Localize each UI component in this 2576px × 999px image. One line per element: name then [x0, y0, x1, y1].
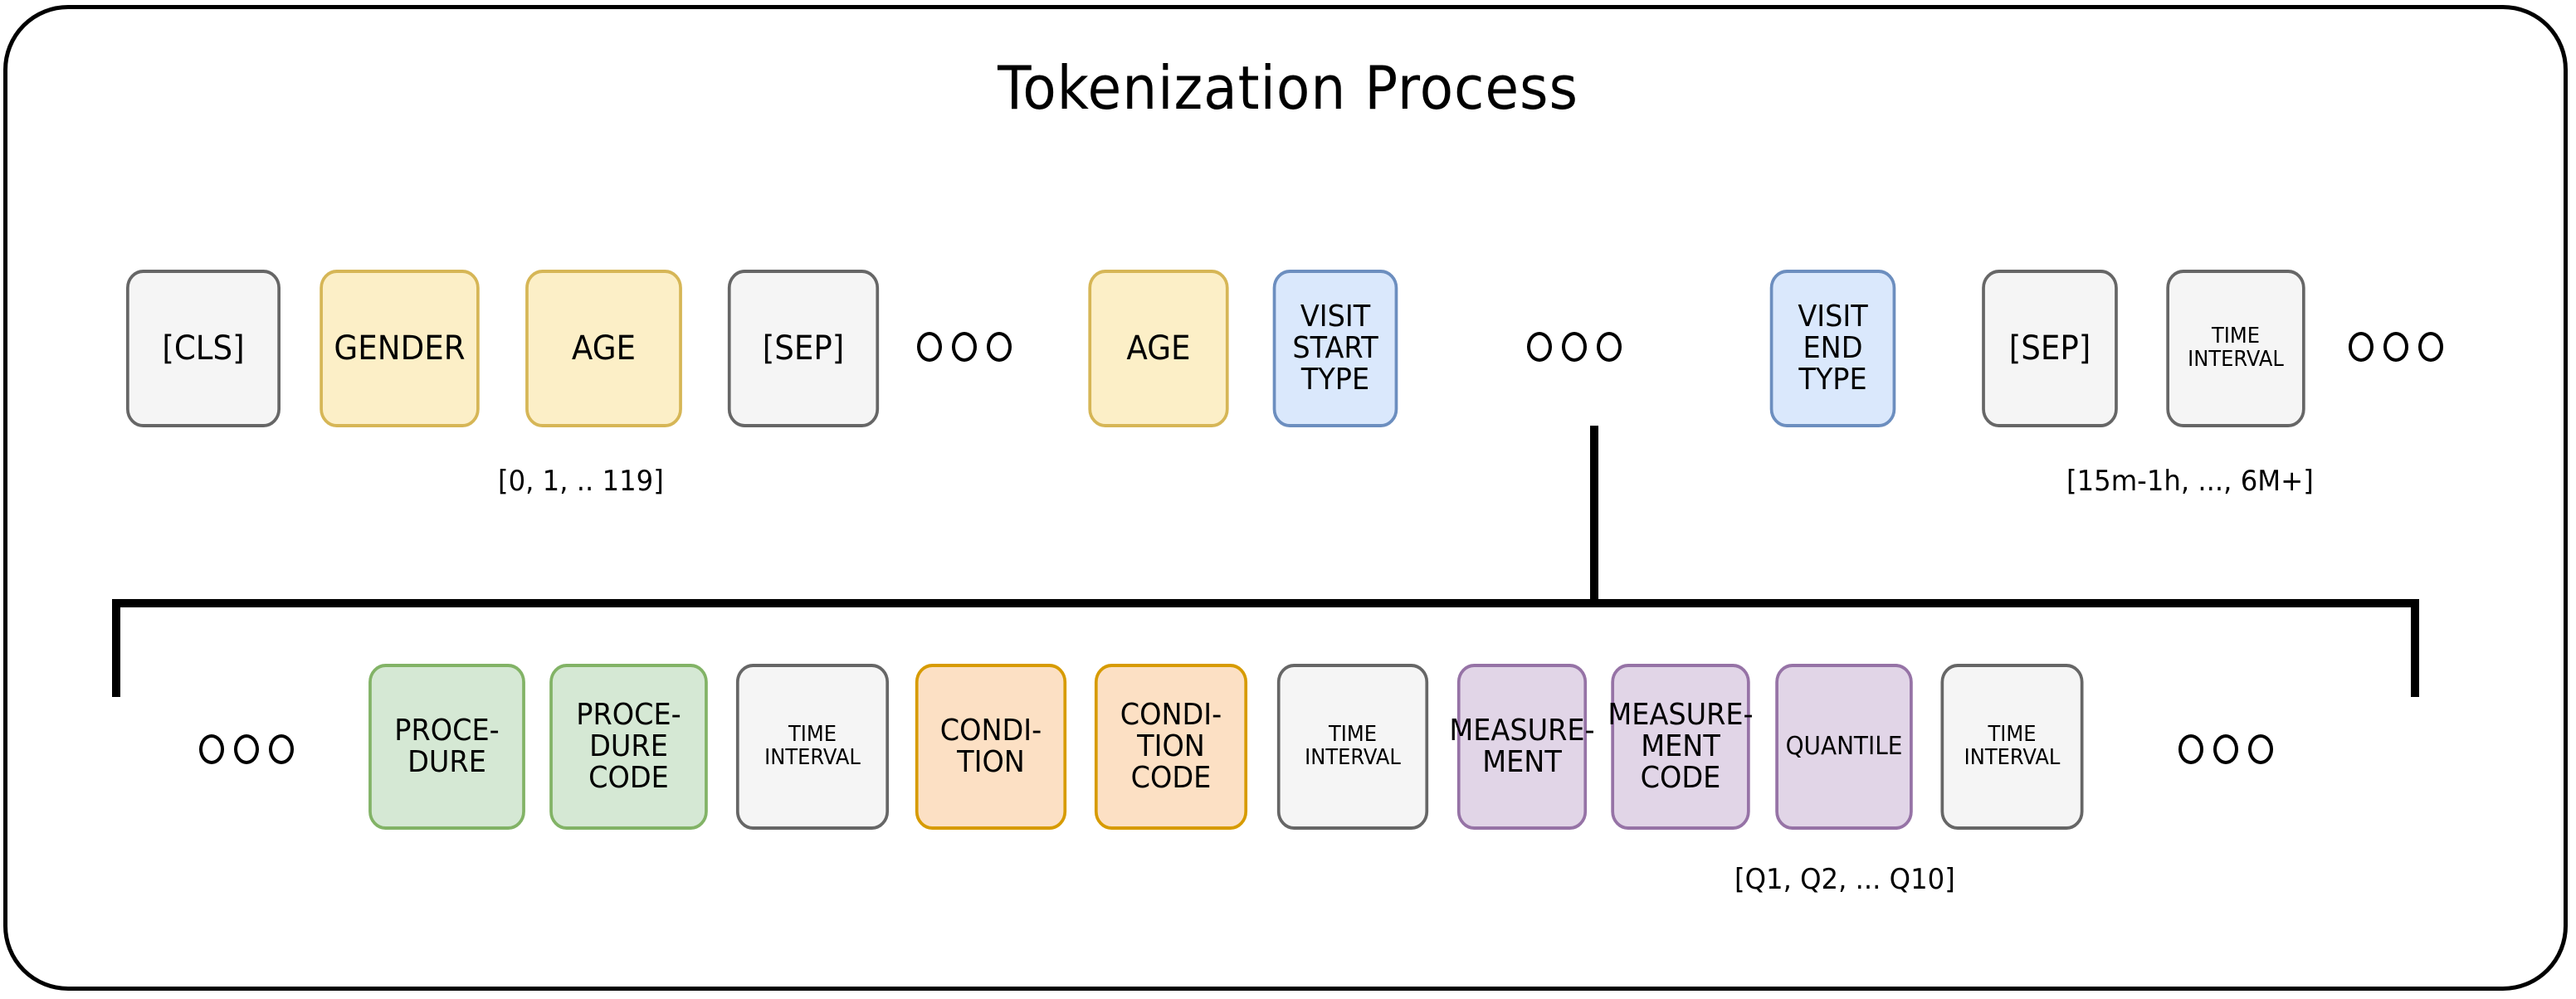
token-visit-start-type[interactable]: VISIT START TYPE	[1272, 270, 1398, 427]
ellipsis-bottom-1	[199, 734, 294, 764]
token-measurement[interactable]: MEASURE- MENT	[1449, 664, 1595, 830]
ellipsis-dot	[269, 734, 294, 764]
token-procedure-code[interactable]: PROCE- DURE CODE	[549, 664, 708, 830]
token-age-1[interactable]: AGE	[525, 270, 682, 427]
bracket-right-arm	[2411, 599, 2419, 697]
caption-age-range: [0, 1, .. 119]	[498, 465, 664, 498]
ellipsis-dot	[2213, 734, 2238, 764]
token-time-interval-b2[interactable]: TIME INTERVAL	[1276, 664, 1429, 830]
token-visit-end-type[interactable]: VISIT END TYPE	[1769, 270, 1896, 427]
token-sep-2[interactable]: [SEP]	[1982, 270, 2118, 427]
ellipsis-dot	[987, 332, 1012, 362]
token-age-2[interactable]: AGE	[1088, 270, 1229, 427]
ellipsis-top-2	[1527, 332, 1622, 362]
token-condition[interactable]: CONDI- TION	[915, 664, 1067, 830]
ellipsis-top-1	[917, 332, 1012, 362]
ellipsis-dot	[952, 332, 977, 362]
page-title: Tokenization Process	[998, 53, 1578, 123]
ellipsis-dot	[234, 734, 259, 764]
caption-quantile-range: [Q1, Q2, ... Q10]	[1734, 863, 1955, 896]
token-time-interval-top[interactable]: TIME INTERVAL	[2166, 270, 2305, 427]
ellipsis-dot	[1527, 332, 1552, 362]
ellipsis-bottom-2	[2178, 734, 2273, 764]
caption-time-interval-range: [15m-1h, ..., 6M+]	[2066, 465, 2314, 498]
token-sep-1[interactable]: [SEP]	[727, 270, 880, 427]
ellipsis-dot	[2349, 332, 2374, 362]
ellipsis-dot	[1597, 332, 1622, 362]
token-cls[interactable]: [CLS]	[126, 270, 281, 427]
ellipsis-dot	[2248, 734, 2273, 764]
token-condition-code[interactable]: CONDI- TION CODE	[1094, 664, 1248, 830]
token-time-interval-b3[interactable]: TIME INTERVAL	[1940, 664, 2084, 830]
bracket-left-arm	[112, 599, 120, 697]
diagram-frame	[3, 5, 2568, 991]
token-quantile[interactable]: QUANTILE	[1775, 664, 1913, 830]
ellipsis-dot	[2383, 332, 2408, 362]
token-time-interval-b1[interactable]: TIME INTERVAL	[735, 664, 890, 830]
ellipsis-dot	[2418, 332, 2443, 362]
connector-vertical	[1590, 426, 1598, 604]
ellipsis-dot	[199, 734, 224, 764]
ellipsis-dot	[917, 332, 942, 362]
token-gender[interactable]: GENDER	[320, 270, 480, 427]
token-procedure[interactable]: PROCE- DURE	[368, 664, 525, 830]
token-measurement-code[interactable]: MEASURE- MENT CODE	[1608, 664, 1754, 830]
ellipsis-top-3	[2349, 332, 2443, 362]
bracket-horizontal	[112, 599, 2419, 607]
ellipsis-dot	[1562, 332, 1587, 362]
ellipsis-dot	[2178, 734, 2203, 764]
